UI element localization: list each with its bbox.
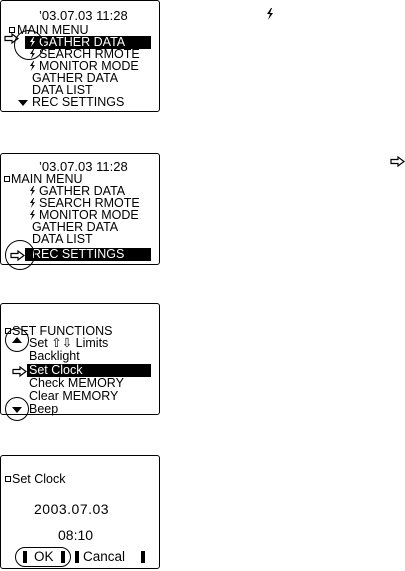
menu-item-label: SEARCH RMOTE	[39, 196, 140, 210]
lcd-screen-set-clock: Set Clock 2003.07.03 08:10 OK Cancal	[0, 455, 160, 569]
screen-title: Set Clock	[12, 472, 66, 486]
scroll-down-icon	[18, 100, 28, 106]
bracket-left-icon	[23, 551, 27, 563]
menu-item-label: Set Clock	[29, 363, 83, 377]
ok-highlight-circle	[15, 547, 71, 567]
menu-item-label: REC SETTINGS	[32, 247, 125, 261]
menu-item-backlight[interactable]: Backlight	[29, 349, 80, 363]
menu-item-data-list[interactable]: DATA LIST	[32, 83, 93, 97]
ok-button[interactable]: OK	[23, 550, 67, 564]
menu-item-rec-settings[interactable]: REC SETTINGS	[25, 248, 151, 261]
hollow-right-arrow-icon	[12, 366, 27, 377]
scroll-up-circle[interactable]	[5, 328, 29, 352]
cancel-label: Cancal	[83, 549, 126, 564]
hollow-right-arrow-icon	[390, 156, 405, 167]
menu-square-icon	[5, 476, 11, 482]
menu-item-set-limits[interactable]: Set ⇧⇩ Limits	[29, 336, 109, 350]
lcd-screen-set-functions: SET FUNCTIONS Set ⇧⇩ Limits Backlight Se…	[0, 303, 160, 421]
menu-item-label: GATHER DATA	[39, 35, 126, 49]
menu-title: SET FUNCTIONS	[12, 324, 113, 338]
lightning-bolt-icon	[30, 198, 35, 208]
menu-item-rec-settings[interactable]: REC SETTINGS	[32, 95, 125, 109]
time-value[interactable]: 08:10	[58, 527, 94, 543]
menu-item-check-memory[interactable]: Check MEMORY	[29, 376, 124, 390]
lightning-bolt-icon	[30, 186, 35, 196]
timestamp: ’03.07.03 11:28	[39, 8, 128, 23]
menu-item-gather-data-2[interactable]: GATHER DATA	[32, 71, 119, 85]
menu-item-gather-data[interactable]: GATHER DATA	[25, 36, 151, 49]
date-value[interactable]: 2003.07.03	[34, 501, 110, 517]
timestamp: ’03.07.03 11:28	[39, 159, 128, 174]
scroll-up-icon	[12, 337, 22, 343]
menu-item-label: GATHER DATA	[39, 184, 126, 198]
cancel-button[interactable]: Cancal	[75, 550, 151, 564]
highlight-circle	[14, 30, 44, 60]
scroll-down-circle[interactable]	[5, 397, 29, 421]
bracket-right-icon	[61, 551, 65, 563]
menu-item-label: SEARCH RMOTE	[39, 47, 140, 61]
bracket-right-icon	[141, 551, 145, 563]
lcd-screen-main-menu-1: ’03.07.03 11:28 MAIN MENU GATHER DATA SE…	[0, 0, 160, 112]
menu-item-gather-data-2[interactable]: GATHER DATA	[32, 220, 119, 234]
menu-title: MAIN MENU	[11, 172, 83, 186]
lightning-bolt-icon	[30, 210, 35, 220]
scroll-down-icon	[12, 407, 22, 413]
lcd-screen-main-menu-2: ’03.07.03 11:28 MAIN MENU GATHER DATA SE…	[0, 153, 160, 270]
ok-label: OK	[34, 549, 54, 564]
menu-square-icon	[4, 176, 10, 182]
menu-item-label: MONITOR MODE	[39, 208, 139, 222]
bracket-left-icon	[75, 551, 79, 563]
highlight-circle	[5, 240, 35, 270]
menu-item-label: MONITOR MODE	[39, 59, 139, 73]
lightning-bolt-icon	[267, 8, 273, 20]
menu-item-set-clock[interactable]: Set Clock	[27, 364, 151, 377]
menu-item-data-list[interactable]: DATA LIST	[32, 232, 93, 246]
menu-square-icon	[9, 27, 15, 33]
menu-item-beep[interactable]: Beep	[29, 402, 59, 416]
lightning-bolt-icon	[30, 61, 35, 71]
menu-item-clear-memory[interactable]: Clear MEMORY	[29, 389, 119, 403]
